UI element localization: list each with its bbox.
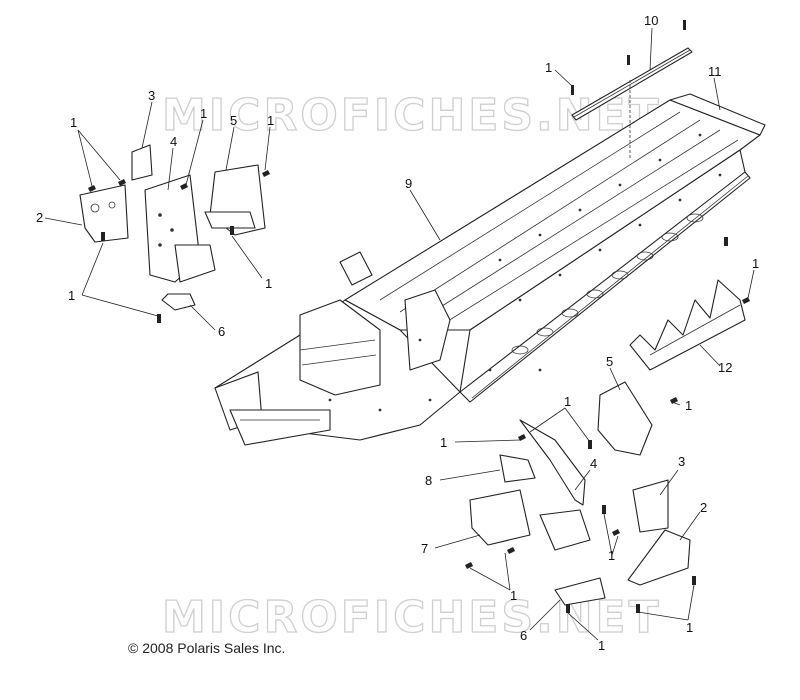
callout-1: 1 — [265, 276, 272, 291]
callout-1: 1 — [510, 588, 517, 603]
callout-1: 1 — [598, 638, 605, 653]
callout-2: 2 — [700, 500, 707, 515]
callout-labels: 1 2 3 4 1 5 1 1 1 6 9 1 10 11 1 12 5 1 1… — [36, 13, 759, 653]
callout-8: 8 — [425, 473, 432, 488]
callout-2: 2 — [36, 210, 43, 225]
callout-11: 11 — [708, 64, 722, 79]
callout-1: 1 — [608, 548, 615, 563]
callout-5: 5 — [606, 354, 613, 369]
callout-7: 7 — [421, 541, 428, 556]
callout-12: 12 — [718, 360, 732, 375]
snow-flap — [629, 279, 746, 371]
callout-1: 1 — [685, 398, 692, 413]
callout-1: 1 — [545, 60, 552, 75]
callout-1: 1 — [564, 394, 571, 409]
callout-3: 3 — [148, 88, 155, 103]
left-bracket-group — [79, 144, 266, 311]
callout-1: 1 — [68, 288, 75, 303]
callout-1: 1 — [440, 435, 447, 450]
tunnel-rail — [571, 47, 693, 160]
callout-1: 1 — [267, 113, 274, 128]
callout-9: 9 — [405, 176, 412, 191]
callout-1: 1 — [752, 256, 759, 271]
callout-5: 5 — [230, 113, 237, 128]
chassis-tunnel — [214, 93, 766, 446]
callout-3: 3 — [678, 454, 685, 469]
callout-1: 1 — [200, 106, 207, 121]
copyright-notice: © 2008 Polaris Sales Inc. — [128, 640, 286, 656]
right-bracket-group — [469, 381, 691, 606]
fasteners — [88, 20, 750, 613]
callout-6: 6 — [218, 324, 225, 339]
callout-1: 1 — [70, 115, 77, 130]
callout-4: 4 — [590, 456, 597, 471]
callout-1: 1 — [686, 620, 693, 635]
callout-4: 4 — [170, 134, 177, 149]
leader-lines — [44, 27, 755, 641]
callout-6: 6 — [520, 628, 527, 643]
callout-10: 10 — [644, 13, 658, 28]
